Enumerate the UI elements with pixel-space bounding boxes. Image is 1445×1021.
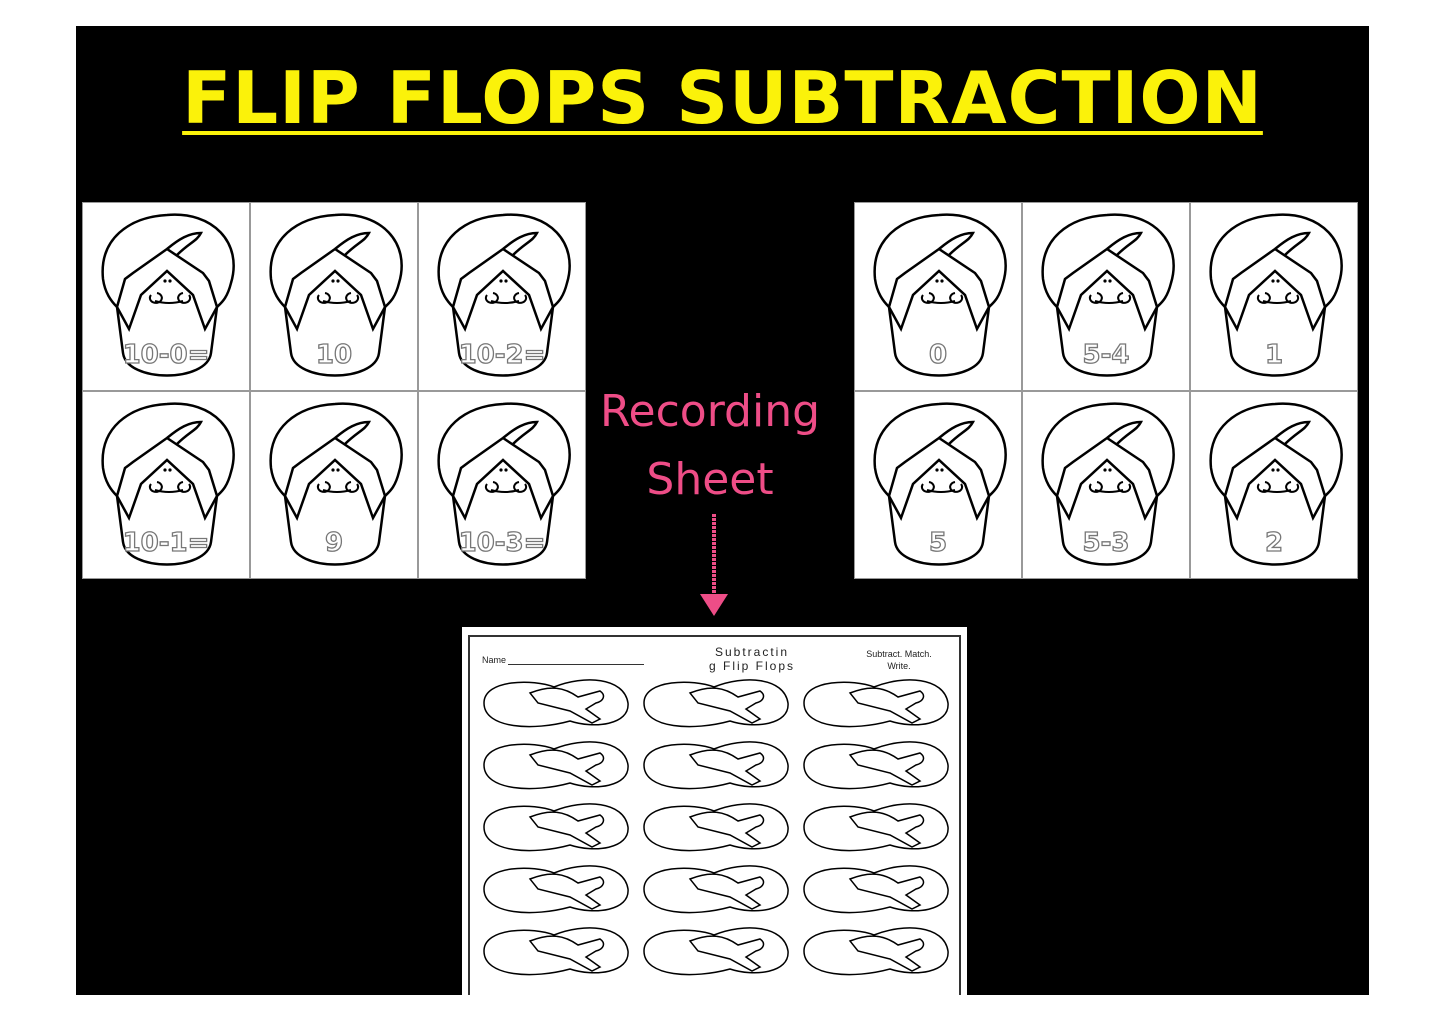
card-label: 5 <box>928 527 948 558</box>
recording-sheet-preview: Name Subtractin g Flip Flops Subtract. M… <box>462 627 967 995</box>
card-label: 10-2= <box>458 339 546 370</box>
card-label: 0 <box>928 339 948 370</box>
flip-flop-card: 0 <box>854 202 1022 391</box>
flip-flop-card: 10-0= <box>82 202 250 391</box>
instructions-line1: Subtract. Match. <box>866 649 932 659</box>
recording-label-line2: Sheet <box>646 454 774 505</box>
card-label: 9 <box>324 527 344 558</box>
flip-flop-card: 10-1= <box>82 390 250 579</box>
flip-flop-outline-icon <box>643 803 789 852</box>
flip-flop-outline-icon <box>483 865 629 914</box>
flip-flop-card: 9 <box>250 390 418 579</box>
flip-flop-outline-icon <box>483 927 629 976</box>
instructions-line2: Write. <box>887 661 911 671</box>
card-label: 10-0= <box>122 339 210 370</box>
card-label: 10-1= <box>122 527 210 558</box>
flip-flop-card: 5-4 <box>1022 202 1190 391</box>
sheet-border <box>468 635 961 995</box>
flip-flop-card: 1 <box>1190 202 1358 391</box>
flip-flop-card: 5 <box>854 390 1022 579</box>
card-label: 10 <box>315 339 353 370</box>
card-label: 10-3= <box>458 527 546 558</box>
flip-flop-outline-icon <box>643 741 789 790</box>
card-label: 2 <box>1264 527 1284 558</box>
sheet-flip-flop-grid <box>474 673 954 983</box>
flip-flop-outline-icon <box>803 679 949 728</box>
flip-flop-outline-icon <box>483 803 629 852</box>
card-label: 1 <box>1264 339 1284 370</box>
sheet-title-line2: g Flip Flops <box>708 659 796 673</box>
name-label: Name <box>482 655 507 665</box>
flip-flop-outline-icon <box>803 803 949 852</box>
sheet-title-line1: Subtractin <box>714 645 790 659</box>
title-text: FLIP FLOPS SUBTRACTION <box>182 56 1263 140</box>
flip-flop-card: 10-2= <box>418 202 586 391</box>
flip-flop-card: 10-3= <box>418 390 586 579</box>
name-line <box>508 664 644 665</box>
flip-flop-card: 2 <box>1190 390 1358 579</box>
flip-flop-outline-icon <box>483 679 629 728</box>
recording-label-line1: Recording <box>599 386 821 437</box>
left-card-grid: 10-0= 10 10-2= 10-1= 9 10-3= <box>82 202 586 579</box>
flip-flop-outline-icon <box>643 679 789 728</box>
card-label: 5-4 <box>1082 339 1130 370</box>
flip-flop-card: 10 <box>250 202 418 391</box>
card-label: 5-3 <box>1082 527 1130 558</box>
arrow-down-icon <box>700 514 728 616</box>
flip-flop-outline-icon <box>643 865 789 914</box>
page-title: FLIP FLOPS SUBTRACTION <box>0 56 1445 140</box>
flip-flop-outline-icon <box>483 741 629 790</box>
flip-flop-card: 5-3 <box>1022 390 1190 579</box>
flip-flop-outline-icon <box>803 865 949 914</box>
flip-flop-outline-icon <box>803 741 949 790</box>
right-card-grid: 0 5-4 1 5 5-3 2 <box>854 202 1358 579</box>
flip-flop-outline-icon <box>643 927 789 976</box>
flip-flop-outline-icon <box>803 927 949 976</box>
